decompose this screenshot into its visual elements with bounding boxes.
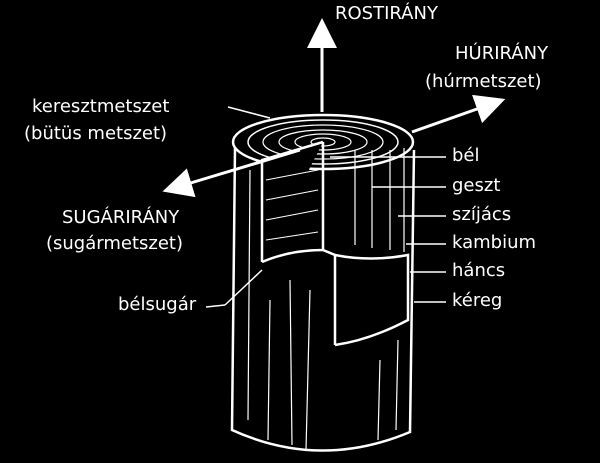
tangential-section-label: (húrmetszet) xyxy=(425,71,542,92)
log-body xyxy=(230,113,416,452)
radial-direction-arrow xyxy=(162,148,301,198)
layer-label-cambium: kambium xyxy=(452,232,537,253)
cross-section-sub-label: (bütüs metszet) xyxy=(24,123,168,144)
layer-label-heartwood: geszt xyxy=(452,175,501,196)
layer-label-sapwood: szíjács xyxy=(452,204,512,225)
direction-arrows xyxy=(162,18,506,198)
layer-label-pith: bél xyxy=(452,145,480,166)
cross-section-label: keresztmetszet xyxy=(32,96,170,117)
tangential-direction-arrow xyxy=(411,94,506,134)
leader-lines xyxy=(205,106,446,308)
radial-direction-label: SUGÁRIRÁNY xyxy=(62,207,180,228)
layer-label-bark: kéreg xyxy=(452,290,503,311)
radial-section-label: (sugármetszet) xyxy=(46,233,183,254)
ray-label: bélsugár xyxy=(118,294,197,315)
layer-label-phloem: háncs xyxy=(452,260,506,281)
fiber-direction-label: ROSTIRÁNY xyxy=(335,3,438,24)
tangential-direction-label: HÚRIRÁNY xyxy=(455,43,549,64)
